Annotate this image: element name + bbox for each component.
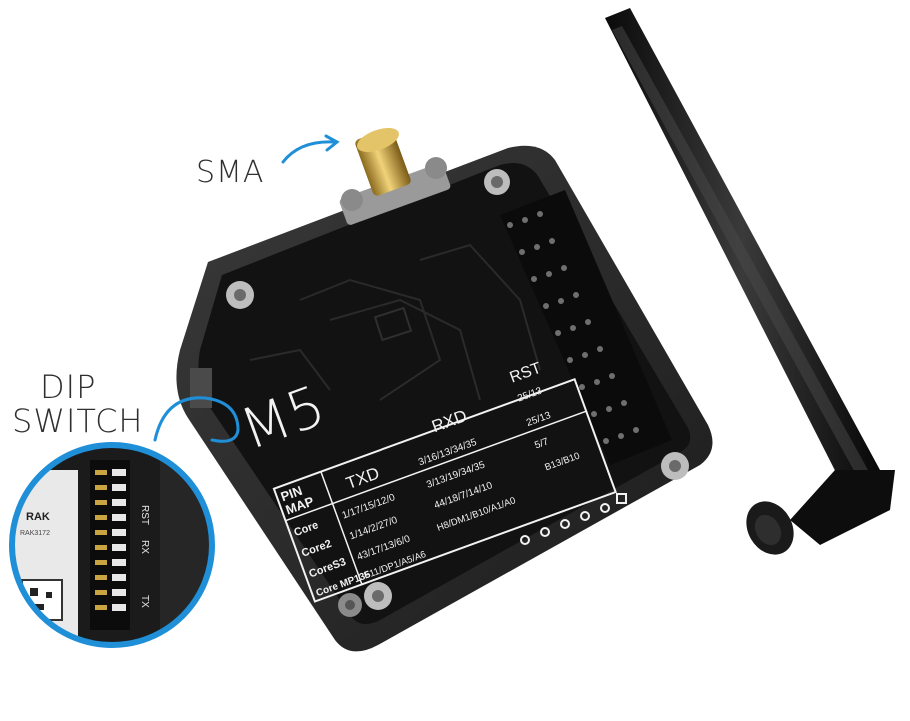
screw-bottom-left [338,582,392,617]
switch-label-rst: RST [139,505,150,525]
sma-arrow [281,134,340,164]
sma-connector [339,127,451,225]
rak-brand: RAK [26,511,50,523]
antenna [605,8,895,555]
screw-top-left [226,281,254,309]
screw-bottom-right [661,452,689,480]
pinmap-title-1: PIN [279,483,304,505]
switch-label-rx: RX [139,540,150,554]
dip-arrow [153,396,240,443]
dip-switch-slot [190,368,212,408]
rak-model: RAK3172 [20,530,50,537]
switch-label-tx: TX [139,595,150,608]
row-cores3-rst: 5/7 [533,436,550,451]
test-pads [520,493,627,545]
dip-callout-label-line2: SWITCH [12,402,144,440]
pin-header [500,190,672,465]
screw-top-right [484,169,510,195]
sma-callout-label: SMA [196,155,265,190]
dip-switch-zoom-inset: RAK RAK3172 RST RX TX [9,442,215,648]
dip-callout-label-line1: DIP [40,368,97,406]
